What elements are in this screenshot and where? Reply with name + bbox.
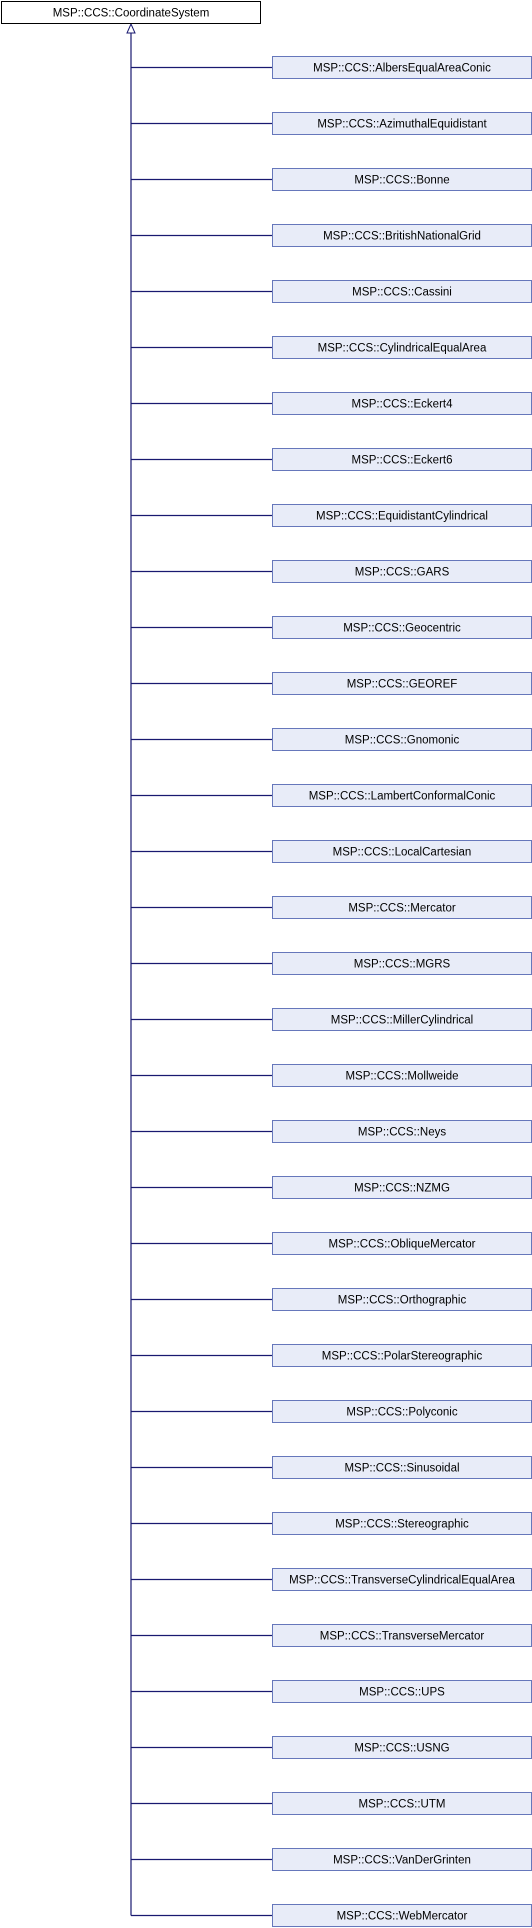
derived-class-label: MSP::CCS::AzimuthalEquidistant: [317, 119, 487, 131]
derived-class-label: MSP::CCS::ObliqueMercator: [329, 1239, 476, 1251]
derived-class-label: MSP::CCS::AlbersEqualAreaConic: [313, 63, 491, 75]
derived-class-node[interactable]: MSP::CCS::LocalCartesian: [272, 840, 532, 863]
derived-class-label: MSP::CCS::UTM: [359, 1799, 446, 1811]
derived-class-label: MSP::CCS::GARS: [355, 567, 450, 579]
derived-class-node[interactable]: MSP::CCS::WebMercator: [272, 1904, 532, 1927]
derived-class-node[interactable]: MSP::CCS::Polyconic: [272, 1400, 532, 1423]
derived-class-label: MSP::CCS::PolarStereographic: [322, 1351, 483, 1363]
derived-class-label: MSP::CCS::TransverseMercator: [320, 1631, 485, 1643]
derived-class-label: MSP::CCS::LambertConformalConic: [309, 791, 496, 803]
derived-class-node[interactable]: MSP::CCS::PolarStereographic: [272, 1344, 532, 1367]
derived-class-label: MSP::CCS::GEOREF: [347, 679, 458, 691]
derived-class-node[interactable]: MSP::CCS::EquidistantCylindrical: [272, 504, 532, 527]
derived-class-node[interactable]: MSP::CCS::Stereographic: [272, 1512, 532, 1535]
derived-class-node[interactable]: MSP::CCS::LambertConformalConic: [272, 784, 532, 807]
derived-class-label: MSP::CCS::Mercator: [348, 903, 456, 915]
derived-class-node[interactable]: MSP::CCS::Cassini: [272, 280, 532, 303]
derived-class-node[interactable]: MSP::CCS::UTM: [272, 1792, 532, 1815]
derived-class-label: MSP::CCS::VanDerGrinten: [333, 1855, 471, 1867]
derived-class-label: MSP::CCS::MGRS: [354, 959, 451, 971]
derived-class-label: MSP::CCS::Neys: [358, 1127, 446, 1139]
derived-class-node[interactable]: MSP::CCS::Sinusoidal: [272, 1456, 532, 1479]
inheritance-edges: [126, 22, 273, 1917]
derived-class-node[interactable]: MSP::CCS::GARS: [272, 560, 532, 583]
derived-class-label: MSP::CCS::USNG: [354, 1743, 449, 1755]
derived-class-node[interactable]: MSP::CCS::USNG: [272, 1736, 532, 1759]
derived-class-node[interactable]: MSP::CCS::NZMG: [272, 1176, 532, 1199]
derived-class-nodes: MSP::CCS::AlbersEqualAreaConicMSP::CCS::…: [272, 56, 532, 1927]
derived-class-label: MSP::CCS::NZMG: [354, 1183, 450, 1195]
derived-class-node[interactable]: MSP::CCS::CylindricalEqualArea: [272, 336, 532, 359]
inheritance-arrowhead: [126, 22, 136, 34]
derived-class-label: MSP::CCS::EquidistantCylindrical: [316, 511, 488, 523]
derived-class-node[interactable]: MSP::CCS::GEOREF: [272, 672, 532, 695]
derived-class-node[interactable]: MSP::CCS::TransverseCylindricalEqualArea: [272, 1568, 532, 1591]
base-class-box: [1, 1, 261, 24]
derived-class-label: MSP::CCS::Stereographic: [335, 1519, 469, 1531]
base-class-label: MSP::CCS::CoordinateSystem: [53, 8, 210, 20]
derived-class-label: MSP::CCS::Eckert4: [352, 399, 454, 411]
derived-class-node[interactable]: MSP::CCS::Eckert6: [272, 448, 532, 471]
derived-class-label: MSP::CCS::UPS: [359, 1687, 445, 1699]
derived-class-node[interactable]: MSP::CCS::Gnomonic: [272, 728, 532, 751]
derived-class-label: MSP::CCS::TransverseCylindricalEqualArea: [289, 1575, 515, 1587]
derived-class-node[interactable]: MSP::CCS::Geocentric: [272, 616, 532, 639]
derived-class-label: MSP::CCS::BritishNationalGrid: [323, 231, 481, 243]
derived-class-label: MSP::CCS::Geocentric: [343, 623, 461, 635]
derived-class-node[interactable]: MSP::CCS::BritishNationalGrid: [272, 224, 532, 247]
derived-class-node[interactable]: MSP::CCS::TransverseMercator: [272, 1624, 532, 1647]
derived-class-node[interactable]: MSP::CCS::Eckert4: [272, 392, 532, 415]
derived-class-label: MSP::CCS::Sinusoidal: [344, 1463, 459, 1475]
derived-class-label: MSP::CCS::MillerCylindrical: [331, 1015, 474, 1027]
derived-class-node[interactable]: MSP::CCS::AzimuthalEquidistant: [272, 112, 532, 135]
derived-class-node[interactable]: MSP::CCS::Mollweide: [272, 1064, 532, 1087]
derived-class-node[interactable]: MSP::CCS::ObliqueMercator: [272, 1232, 532, 1255]
derived-class-label: MSP::CCS::Cassini: [352, 287, 452, 299]
derived-class-label: MSP::CCS::Polyconic: [346, 1407, 457, 1419]
derived-class-label: MSP::CCS::Eckert6: [352, 455, 453, 467]
derived-class-node[interactable]: MSP::CCS::Orthographic: [272, 1288, 532, 1311]
derived-class-label: MSP::CCS::Orthographic: [338, 1295, 467, 1307]
derived-class-label: MSP::CCS::WebMercator: [337, 1911, 468, 1923]
derived-class-node[interactable]: MSP::CCS::AlbersEqualAreaConic: [272, 56, 532, 79]
derived-class-node[interactable]: MSP::CCS::Neys: [272, 1120, 532, 1143]
derived-class-node[interactable]: MSP::CCS::Mercator: [272, 896, 532, 919]
derived-class-label: MSP::CCS::CylindricalEqualArea: [318, 343, 487, 355]
derived-class-node[interactable]: MSP::CCS::UPS: [272, 1680, 532, 1703]
derived-class-label: MSP::CCS::Gnomonic: [345, 735, 460, 747]
base-class-node[interactable]: MSP::CCS::CoordinateSystem: [1, 1, 261, 24]
derived-class-node[interactable]: MSP::CCS::VanDerGrinten: [272, 1848, 532, 1871]
derived-class-label: MSP::CCS::LocalCartesian: [333, 847, 472, 859]
derived-class-node[interactable]: MSP::CCS::Bonne: [272, 168, 532, 191]
derived-class-label: MSP::CCS::Mollweide: [345, 1071, 458, 1083]
derived-class-node[interactable]: MSP::CCS::MillerCylindrical: [272, 1008, 532, 1031]
derived-class-label: MSP::CCS::Bonne: [354, 175, 449, 187]
derived-class-node[interactable]: MSP::CCS::MGRS: [272, 952, 532, 975]
